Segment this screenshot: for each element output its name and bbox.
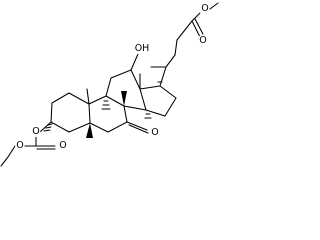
skeletal-structure — [0, 2, 219, 167]
bond-c10-c1 — [68, 92, 90, 105]
bond-c16-c15 — [164, 97, 177, 117]
bond-ethoxy-o-ch2 — [7, 145, 16, 158]
bond-c1-c2 — [51, 92, 70, 104]
bond-c11-c9 — [105, 77, 112, 97]
bond-c13-c17 — [139, 85, 161, 90]
bond-c12-oh — [130, 53, 139, 71]
bond-c3-c4 — [50, 121, 70, 133]
bond-c17-c16 — [159, 85, 177, 99]
bond-c15-c14 — [145, 109, 166, 117]
bond-c3-o — [39, 121, 52, 133]
wedge-c5-h — [86, 123, 93, 138]
ketone-oxygen-label: O — [150, 127, 160, 138]
hash-c3-o-3 — [43, 129, 51, 132]
carbonate-ring-oxygen-label: O — [31, 126, 41, 137]
bond-ch2-ch3 — [0, 156, 9, 167]
bond-ch2-ch2 — [174, 39, 178, 56]
bond-c5-c10 — [88, 103, 91, 124]
carbonate-ethoxy-oxygen-label: O — [15, 140, 25, 151]
bond-ester-c-o-double-a — [191, 20, 201, 38]
ester-carbonyl-oxygen-label: O — [198, 35, 208, 46]
bond-c6-c5 — [89, 122, 109, 133]
ester-oxygen-label: O — [200, 3, 210, 14]
bond-c13-c12 — [130, 69, 141, 90]
bond-c9-c8 — [105, 95, 125, 107]
bond-c7-ketone-b — [128, 124, 149, 134]
bond-methyl-ester-methyl — [209, 2, 219, 10]
bond-ch2-c20 — [165, 54, 176, 68]
bond-c2-c3 — [50, 102, 53, 123]
bond-c7-c6 — [107, 121, 128, 133]
bond-c4-c5 — [68, 122, 91, 133]
hydroxyl-label: OH — [133, 43, 151, 54]
bond-c12-c11 — [110, 69, 132, 79]
bond-c7-ketone-a — [126, 121, 148, 131]
bond-ester-o-c — [191, 12, 201, 22]
bond-c8-c7 — [123, 105, 128, 123]
carbonate-carbonyl-oxygen-label: O — [58, 140, 68, 151]
bond-c20-c17 — [159, 66, 167, 87]
bond-ester-c-o-double-b — [194, 18, 204, 35]
bond-ester-c-ch2 — [176, 20, 193, 41]
hash-c3-o-1 — [47, 123, 53, 126]
bond-c10-methyl — [86, 88, 90, 105]
wedge-c8-h — [121, 91, 127, 106]
hash-c3-o-2 — [45, 126, 52, 129]
bond-c10-c9 — [88, 95, 107, 105]
bond-c14-c13 — [139, 88, 147, 111]
bond-c8-c14 — [123, 105, 147, 111]
